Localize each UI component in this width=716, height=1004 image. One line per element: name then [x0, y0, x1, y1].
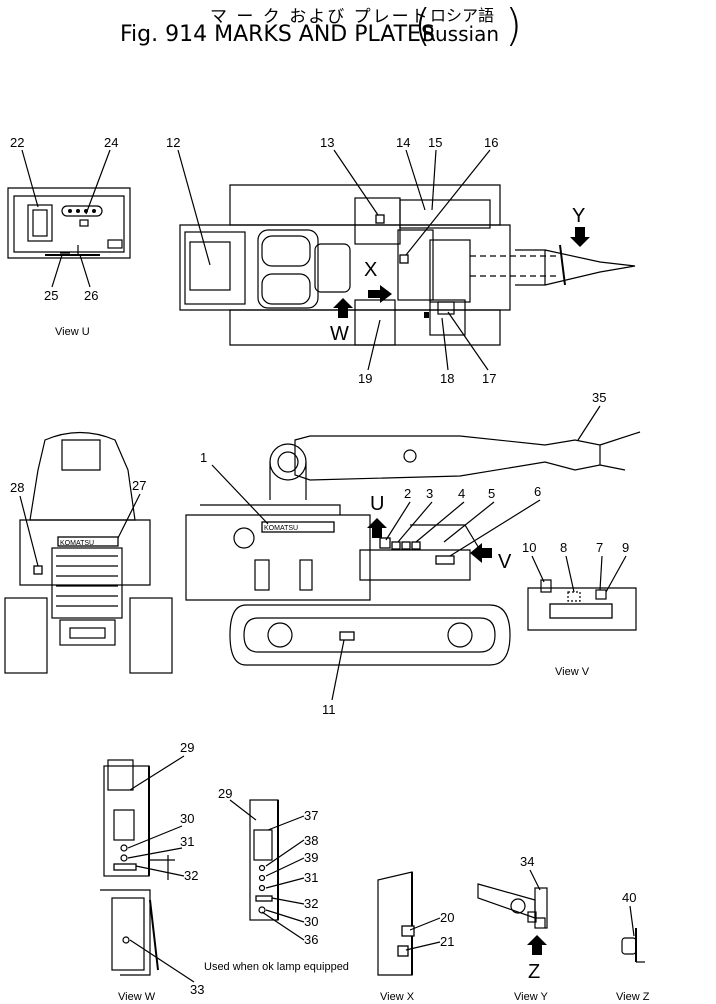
callout-30-w: 30 [180, 811, 194, 826]
callout-6: 6 [534, 484, 541, 499]
callout-32-lamp: 32 [304, 896, 318, 911]
callout-38: 38 [304, 833, 318, 848]
callout-32-w: 32 [184, 868, 198, 883]
title-russian-en: Russian [422, 22, 500, 46]
callout-39: 39 [304, 850, 318, 865]
callout-11: 11 [322, 702, 336, 717]
view-w-panel [100, 759, 175, 976]
callout-9: 9 [622, 540, 629, 555]
callout-33: 33 [190, 982, 204, 997]
view-u-panel [7, 187, 131, 259]
callout-10: 10 [522, 540, 536, 555]
view-z-arrow-icon [527, 935, 547, 955]
view-letter-u: U [370, 493, 384, 515]
view-y-panel [477, 883, 548, 929]
side-komatsu-plate: KOMATSU [264, 525, 298, 532]
title-right-paren: ) [505, 0, 523, 51]
callout-13: 13 [320, 135, 334, 150]
callout-34: 34 [520, 854, 534, 869]
callout-5: 5 [488, 486, 495, 501]
title-left-paren: ( [414, 0, 432, 51]
ok-lamp-panel [249, 799, 279, 921]
view-letter-w: W [330, 323, 349, 345]
callout-29-lamp: 29 [218, 786, 232, 801]
callout-14: 14 [396, 135, 410, 150]
title-russian-jp: ロシア語 [430, 6, 495, 25]
caption-view-v: View V [555, 666, 590, 678]
view-w-arrow-icon [333, 298, 353, 318]
figure-title: Fig. 914 MARKS AND PLATES [120, 22, 435, 47]
view-v-panel [527, 579, 637, 631]
callout-12: 12 [166, 135, 180, 150]
callout-26: 26 [84, 288, 98, 303]
callout-37: 37 [304, 808, 318, 823]
callout-2: 2 [404, 486, 411, 501]
callout-21: 21 [440, 934, 454, 949]
callout-4: 4 [458, 486, 465, 501]
callout-28: 28 [10, 480, 24, 495]
view-x-arrow-icon [368, 285, 392, 303]
callout-22: 22 [10, 135, 24, 150]
callout-40: 40 [622, 890, 636, 905]
callout-19: 19 [358, 371, 372, 386]
view-u-arrow-icon [367, 518, 387, 538]
view-y-arrow-icon [570, 227, 590, 247]
top-plan-view [179, 184, 636, 346]
front-view [4, 431, 173, 674]
view-letter-y: Y [572, 205, 585, 227]
view-letter-x: X [364, 259, 377, 281]
caption-view-w: View W [118, 991, 156, 1003]
callout-3: 3 [426, 486, 433, 501]
callout-35: 35 [592, 390, 606, 405]
callout-27: 27 [132, 478, 146, 493]
view-x-panel [377, 871, 415, 976]
callout-1: 1 [200, 450, 207, 465]
view-letter-z: Z [528, 961, 540, 983]
callout-30-lamp: 30 [304, 914, 318, 929]
callout-17: 17 [482, 371, 496, 386]
callout-29-w: 29 [180, 740, 194, 755]
front-komatsu-plate: KOMATSU [60, 540, 94, 547]
view-v-arrow-icon [470, 543, 492, 563]
callout-31-lamp: 31 [304, 870, 318, 885]
caption-view-z: View Z [616, 991, 650, 1003]
lamp-note: Used when ok lamp equipped [204, 961, 349, 973]
callout-16: 16 [484, 135, 498, 150]
callout-8: 8 [560, 540, 567, 555]
callout-15: 15 [428, 135, 442, 150]
caption-view-x: View X [380, 991, 415, 1003]
caption-view-u: View U [55, 326, 90, 338]
view-letter-v: V [498, 551, 512, 573]
caption-view-y: View Y [514, 991, 549, 1003]
callout-20: 20 [440, 910, 454, 925]
callout-18: 18 [440, 371, 454, 386]
view-z-panel [621, 928, 645, 963]
callout-7: 7 [596, 540, 603, 555]
callout-24: 24 [104, 135, 118, 150]
callout-25: 25 [44, 288, 58, 303]
callout-36: 36 [304, 932, 318, 947]
side-view-machine [185, 431, 641, 666]
title-japanese: マ ー ク および プレート [210, 7, 430, 27]
callout-31-w: 31 [180, 834, 194, 849]
